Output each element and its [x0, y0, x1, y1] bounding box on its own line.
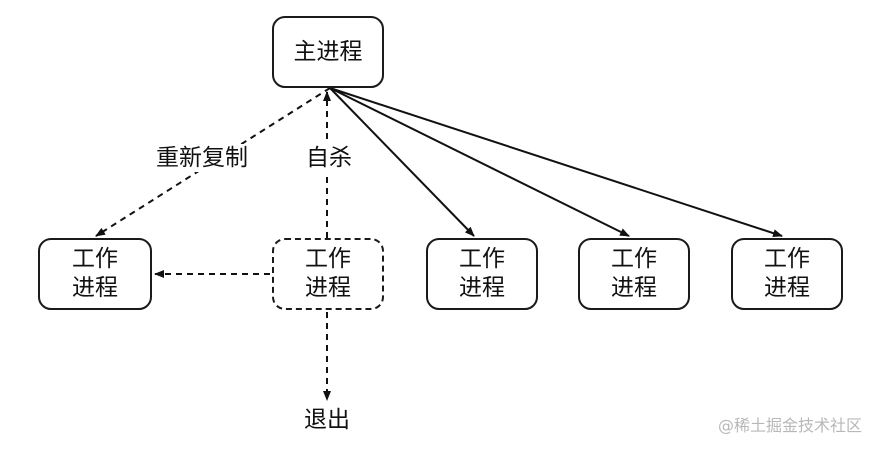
worker-process-2-label: 工作 进程 — [459, 246, 505, 301]
worker-process-4-node: 工作 进程 — [731, 238, 843, 310]
worker-process-3-node: 工作 进程 — [578, 238, 690, 310]
worker-process-restarted-label: 工作 进程 — [72, 246, 118, 301]
arrow-main-to-worker-4 — [329, 87, 783, 238]
exit-label: 退出 — [302, 406, 352, 434]
worker-process-4-label: 工作 进程 — [764, 246, 810, 301]
main-process-label: 主进程 — [293, 38, 363, 65]
worker-process-dying-node: 工作 进程 — [272, 238, 384, 310]
suicide-label: 自杀 — [304, 144, 354, 172]
worker-process-2-node: 工作 进程 — [426, 238, 538, 310]
worker-process-restarted-node: 工作 进程 — [38, 238, 152, 310]
worker-process-dying-label: 工作 进程 — [305, 246, 351, 301]
watermark: @稀土掘金技术社区 — [717, 416, 862, 435]
worker-process-3-label: 工作 进程 — [611, 246, 657, 301]
arrow-main-to-worker-3 — [329, 87, 630, 237]
main-process-node: 主进程 — [272, 16, 384, 88]
arrow-main-to-worker-2 — [329, 87, 475, 237]
arrow-respawn — [95, 87, 331, 237]
respawn-label: 重新复制 — [154, 144, 250, 172]
